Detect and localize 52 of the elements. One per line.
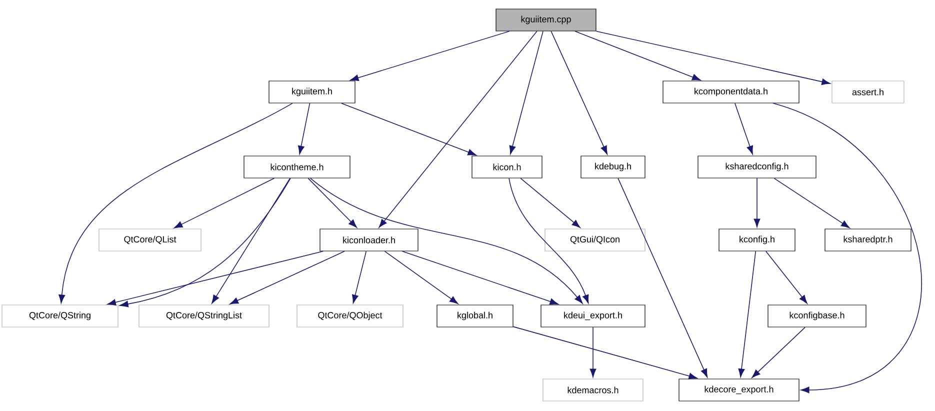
file-box: kdemacros.h bbox=[542, 378, 644, 402]
file-box: QtCore/QString bbox=[2, 304, 118, 328]
arrow bbox=[308, 178, 358, 228]
file-box: kcomponentdata.h bbox=[662, 80, 800, 104]
file-box: assert.h bbox=[832, 80, 904, 104]
arrow bbox=[298, 102, 310, 154]
file-box: kconfigbase.h bbox=[768, 304, 866, 328]
file-box: kguiitem.cpp bbox=[496, 8, 596, 32]
arrow bbox=[734, 102, 753, 154]
arrow bbox=[618, 178, 708, 378]
file-box: kdebug.h bbox=[580, 156, 646, 178]
arrow bbox=[508, 178, 589, 304]
arrow bbox=[174, 178, 275, 228]
arrow bbox=[520, 178, 580, 228]
file-box: QtCore/QObject bbox=[296, 304, 404, 328]
arrow bbox=[738, 250, 756, 378]
arrow bbox=[352, 250, 367, 304]
arrow bbox=[574, 30, 701, 80]
arrow bbox=[590, 326, 596, 378]
arrow bbox=[378, 30, 538, 228]
file-box: ksharedconfig.h bbox=[698, 156, 816, 178]
file-box: kdecore_export.h bbox=[678, 378, 800, 402]
arrow bbox=[230, 250, 345, 304]
file-box: ksharedptr.h bbox=[824, 228, 912, 252]
arrow bbox=[350, 30, 510, 81]
arrow bbox=[120, 178, 291, 308]
arrow bbox=[58, 102, 293, 304]
arrow bbox=[772, 102, 922, 394]
file-box: QtCore/QList bbox=[98, 228, 202, 252]
arrow bbox=[774, 178, 850, 228]
arrow bbox=[766, 250, 808, 304]
file-box: kglobal.h bbox=[436, 304, 514, 328]
file-box: QtGui/QIcon bbox=[544, 228, 646, 252]
file-box: kconfig.h bbox=[718, 228, 796, 252]
arrow bbox=[340, 102, 476, 156]
arrow bbox=[550, 30, 608, 154]
arrow bbox=[107, 250, 324, 306]
file-box: QtCore/QStringList bbox=[138, 304, 270, 328]
file-box: kicon.h bbox=[472, 156, 542, 178]
arrow bbox=[596, 30, 830, 85]
file-box: kicontheme.h bbox=[244, 156, 350, 178]
arrow bbox=[754, 178, 760, 228]
arrow bbox=[752, 326, 806, 378]
file-box: kdeui_export.h bbox=[540, 304, 646, 328]
arrow bbox=[310, 178, 583, 304]
arrow bbox=[212, 178, 290, 304]
arrow bbox=[384, 250, 458, 304]
arrow bbox=[509, 30, 544, 154]
file-box: kiconloader.h bbox=[320, 228, 418, 252]
arrow bbox=[402, 250, 558, 305]
arrow bbox=[512, 326, 698, 380]
file-box: kguiitem.h bbox=[268, 80, 356, 104]
